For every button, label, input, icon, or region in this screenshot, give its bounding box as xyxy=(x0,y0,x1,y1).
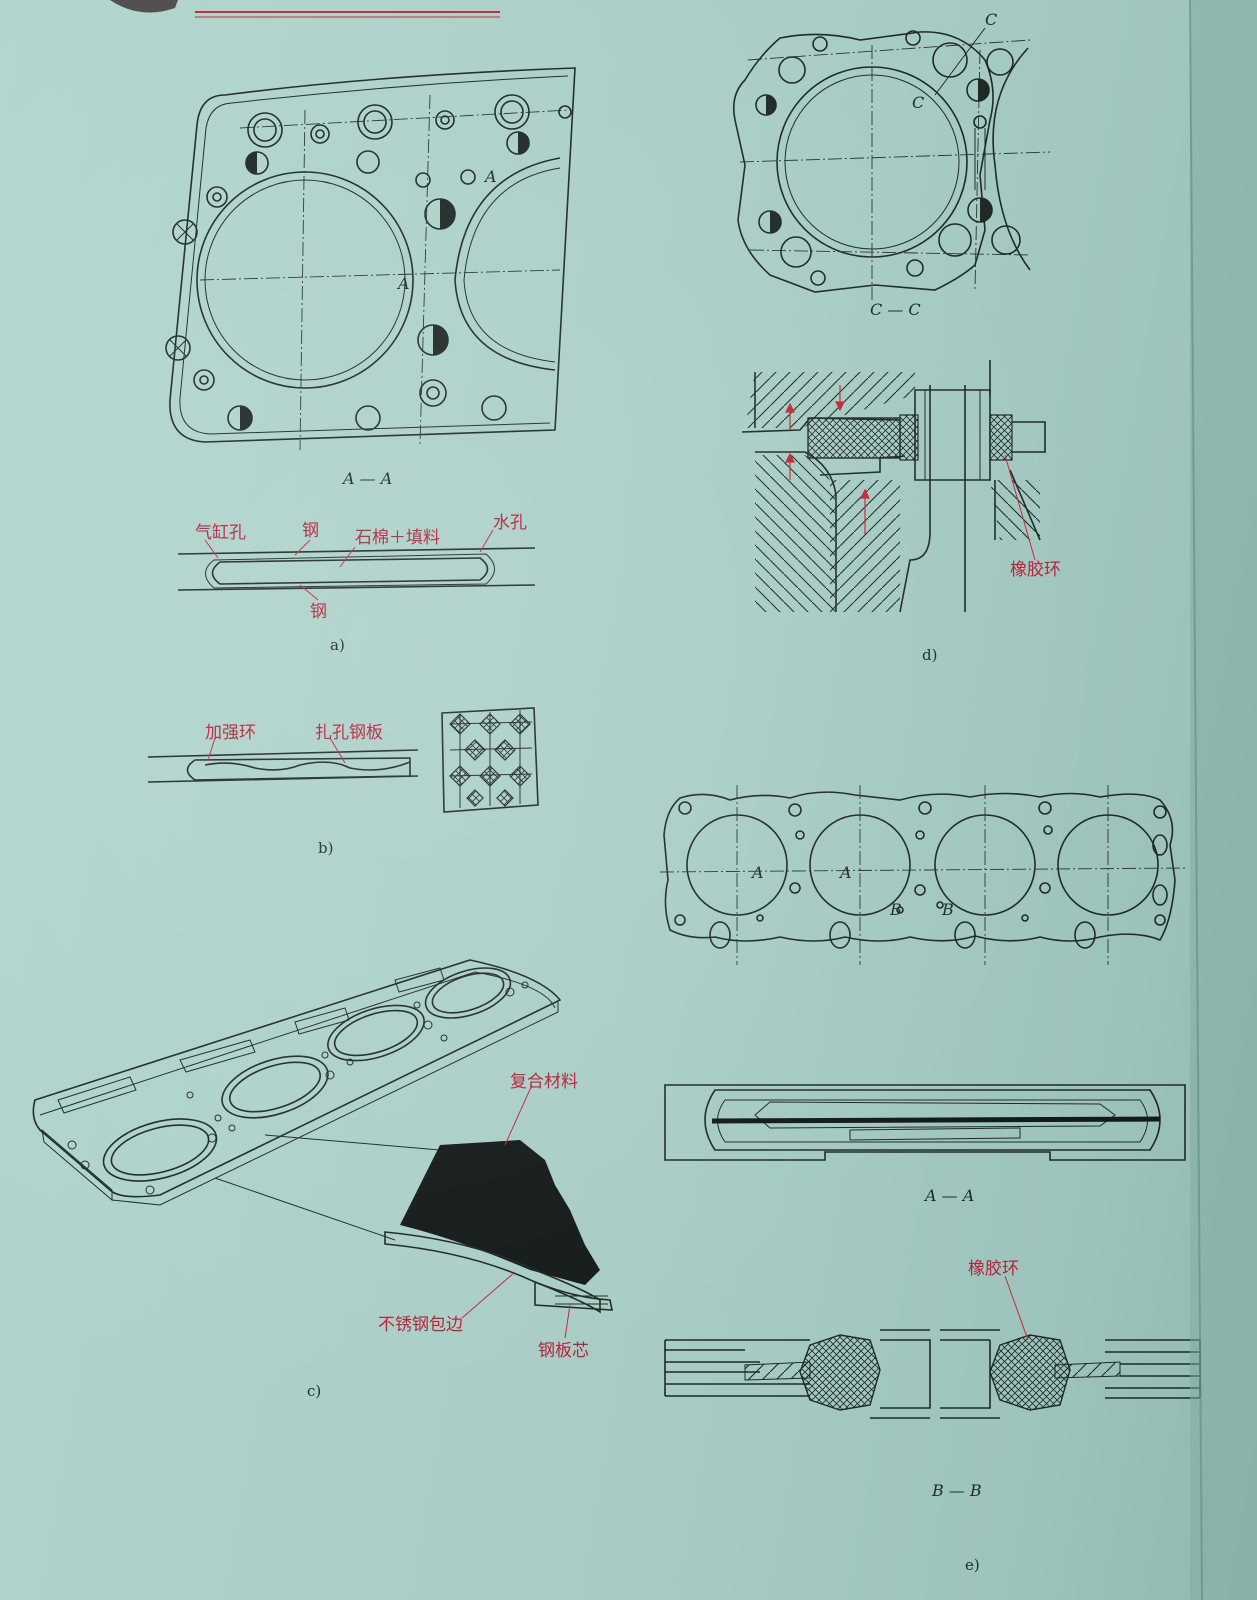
figure-cc-plan-view: C C C — C xyxy=(732,10,1051,319)
label-rubber-ring-e: 橡胶环 xyxy=(968,1259,1019,1279)
label-composite-material: 复合材料 xyxy=(510,1072,578,1092)
fig-e-point-b1: B xyxy=(889,900,902,919)
fig-e-section-aa-label: A — A xyxy=(923,1186,974,1205)
figure-d-cross-section: 橡胶环 d) xyxy=(741,360,1061,664)
caption-c: c) xyxy=(307,1382,321,1400)
label-steel-plate-core: 钢板芯 xyxy=(538,1341,589,1361)
label-asbestos-filler: 石棉＋填料 xyxy=(355,528,440,548)
fig-e-section-bb-label: B — B xyxy=(931,1481,982,1500)
label-water-hole: 水孔 xyxy=(493,513,527,533)
label-cylinder-hole: 气缸孔 xyxy=(195,522,246,543)
label-steel-bottom: 钢 xyxy=(310,602,327,622)
fig-e-point-a1: A xyxy=(750,863,764,882)
figure-a-cross-section: 气缸孔 钢 石棉＋填料 水孔 钢 a) xyxy=(177,513,536,654)
fig-e-point-b2: B xyxy=(941,900,954,919)
label-perforated-steel-plate: 扎孔钢板 xyxy=(315,723,383,743)
figure-c-isometric-gasket: 复合材料 不锈钢包边 钢板芯 c) xyxy=(32,959,613,1400)
label-stainless-steel-edge: 不锈钢包边 xyxy=(378,1315,463,1335)
fig-a-point-a: A xyxy=(396,274,410,293)
caption-d: d) xyxy=(922,646,937,664)
figure-a-plan-view: A A A — A xyxy=(165,67,576,488)
caption-b: b) xyxy=(318,839,333,857)
page-header-fragment xyxy=(110,0,500,18)
label-steel-top: 钢 xyxy=(302,521,319,541)
figure-e-section-aa: A — A xyxy=(664,1084,1186,1205)
fig-cc-point-c: C xyxy=(912,93,924,112)
fig-cc-point-c-top: C xyxy=(985,10,997,29)
fig-cc-section-label: C — C xyxy=(870,300,921,319)
fig-e-point-a2: A xyxy=(838,863,852,882)
page-edge-shadow xyxy=(1190,0,1257,1600)
figure-b-perforated-detail: b) xyxy=(318,707,539,857)
label-rubber-ring-d: 橡胶环 xyxy=(1010,560,1061,580)
figure-e-section-bb: 橡胶环 B — B e) xyxy=(664,1259,1201,1574)
caption-e: e) xyxy=(965,1556,980,1574)
fig-a-section-label: A — A xyxy=(341,469,392,488)
figure-e-plan-view: A A B B xyxy=(659,785,1186,965)
label-reinforcing-ring: 加强环 xyxy=(205,723,256,743)
figure-b-cross-section: 加强环 扎孔钢板 xyxy=(147,723,419,783)
fig-a-point-a2: A xyxy=(483,167,497,186)
caption-a: a) xyxy=(330,636,345,654)
